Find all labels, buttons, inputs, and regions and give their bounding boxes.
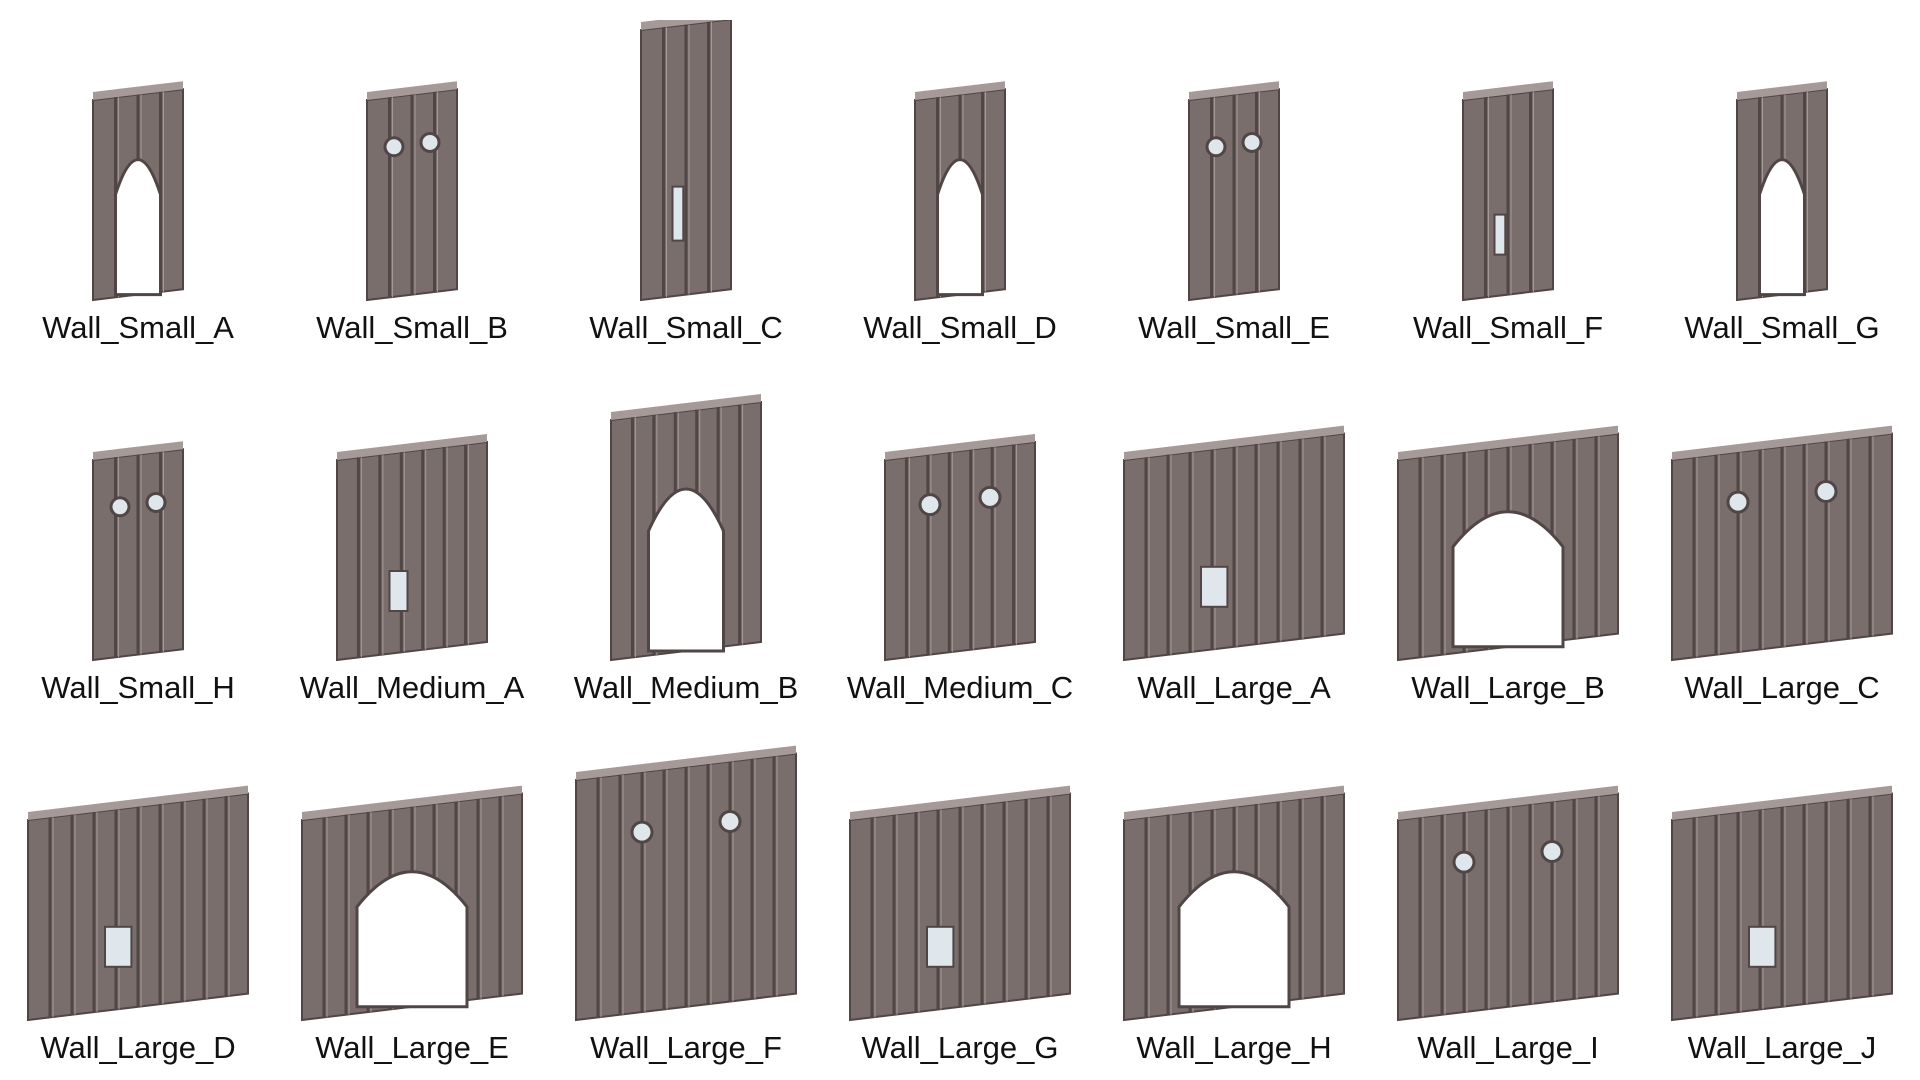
wall-item[interactable]: Wall_Large_F (549, 720, 823, 1080)
wall-item-label: Wall_Large_I (1417, 1030, 1599, 1065)
wall-model-image (884, 434, 1036, 662)
wall-item[interactable]: Wall_Small_C (549, 0, 823, 360)
wall-item-label: Wall_Small_F (1412, 310, 1604, 345)
wall-model-image (1397, 425, 1619, 662)
wall-item-label: Wall_Large_C (1684, 670, 1880, 705)
wall-item-label: Wall_Large_E (315, 1030, 509, 1065)
wall-item[interactable]: Wall_Large_H (1097, 720, 1371, 1080)
wall-item-label: Wall_Large_J (1687, 1030, 1877, 1065)
wall-item-label: Wall_Large_G (861, 1030, 1059, 1065)
wall-item[interactable]: Wall_Large_D (1, 720, 275, 1080)
wall-item[interactable]: Wall_Large_A (1097, 360, 1371, 720)
wall-item-label: Wall_Large_F (590, 1030, 782, 1065)
wall-item-label: Wall_Large_D (40, 1030, 236, 1065)
wall-item-label: Wall_Medium_C (846, 670, 1074, 705)
wall-model-image (366, 81, 458, 302)
wall-item[interactable]: Wall_Large_J (1645, 720, 1919, 1080)
wall-item[interactable]: Wall_Medium_A (275, 360, 549, 720)
wall-item-label: Wall_Small_E (1138, 310, 1330, 345)
wall-model-image (92, 441, 184, 662)
wall-item-label: Wall_Small_D (863, 310, 1057, 345)
wall-model-image (575, 745, 797, 1022)
wall-item-label: Wall_Small_G (1684, 310, 1880, 345)
wall-item[interactable]: Wall_Large_B (1371, 360, 1645, 720)
wall-item[interactable]: Wall_Large_I (1371, 720, 1645, 1080)
wall-model-image (1736, 81, 1828, 302)
wall-model-image (301, 785, 523, 1022)
wall-item-label: Wall_Small_A (42, 310, 234, 345)
wall-item[interactable]: Wall_Medium_B (549, 360, 823, 720)
wall-model-image (1671, 425, 1893, 662)
wall-item[interactable]: Wall_Small_H (1, 360, 275, 720)
wall-item[interactable]: Wall_Small_B (275, 0, 549, 360)
wall-item[interactable]: Wall_Large_E (275, 720, 549, 1080)
wall-item[interactable]: Wall_Large_G (823, 720, 1097, 1080)
wall-model-image (336, 434, 488, 662)
wall-model-image (27, 785, 249, 1022)
wall-model-image (640, 20, 732, 302)
wall-model-image (914, 81, 1006, 302)
wall-item-label: Wall_Large_A (1137, 670, 1331, 705)
wall-item[interactable]: Wall_Large_C (1645, 360, 1919, 720)
wall-model-image (1188, 81, 1280, 302)
wall-item-label: Wall_Small_H (41, 670, 235, 705)
wall-model-image (92, 81, 184, 302)
wall-item-label: Wall_Small_B (316, 310, 508, 345)
wall-model-image (1123, 785, 1345, 1022)
wall-item[interactable]: Wall_Small_D (823, 0, 1097, 360)
wall-item[interactable]: Wall_Small_A (1, 0, 275, 360)
wall-item-label: Wall_Medium_A (299, 670, 525, 705)
wall-item-label: Wall_Small_C (589, 310, 783, 345)
wall-model-image (1671, 785, 1893, 1022)
wall-item-label: Wall_Large_B (1411, 670, 1605, 705)
wall-item[interactable]: Wall_Small_F (1371, 0, 1645, 360)
wall-item-label: Wall_Medium_B (573, 670, 799, 705)
wall-model-image (849, 785, 1071, 1022)
wall-model-image (1397, 785, 1619, 1022)
wall-model-image (610, 394, 762, 662)
wall-model-image (1123, 425, 1345, 662)
wall-model-image (1462, 81, 1554, 302)
wall-item-label: Wall_Large_H (1136, 1030, 1332, 1065)
wall-item[interactable]: Wall_Medium_C (823, 360, 1097, 720)
wall-item[interactable]: Wall_Small_G (1645, 0, 1919, 360)
wall-item[interactable]: Wall_Small_E (1097, 0, 1371, 360)
